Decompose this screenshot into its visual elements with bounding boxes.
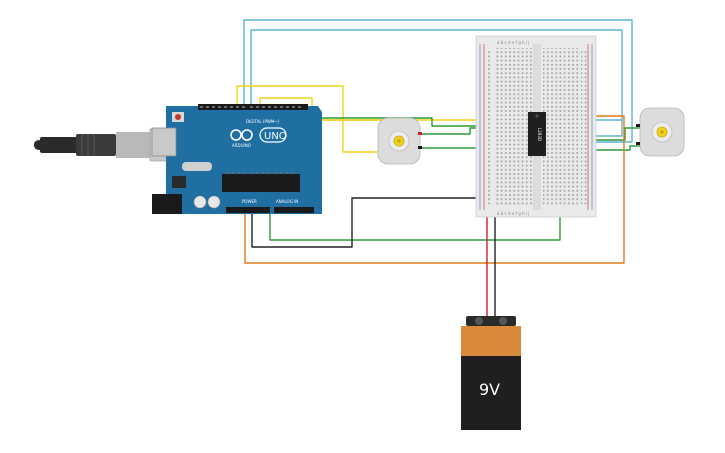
uno-badge <box>259 127 287 143</box>
arduino-uno-board: DIGITAL (PWM~) ARDUINO UNO POWER ANALOG … <box>151 104 322 214</box>
regulator <box>172 176 186 188</box>
power-jack <box>152 194 182 214</box>
battery-body <box>461 356 521 430</box>
power-header <box>226 207 270 213</box>
analog-header-label: ANALOG IN <box>276 199 298 204</box>
breadboard: a b c d e f g h i j a b c d e f g h i j <box>475 35 597 218</box>
brand-label: ARDUINO <box>232 143 251 148</box>
wire-yellow-outer <box>236 85 386 153</box>
battery-top <box>461 326 521 356</box>
crystal <box>182 162 212 171</box>
ic-chip-icon: L293D <box>528 112 546 156</box>
digital-header-label: DIGITAL (PWM~) <box>246 119 280 124</box>
holes-right <box>543 48 580 206</box>
dc-motor-icon <box>377 117 422 165</box>
wire-green-right-a <box>575 127 640 141</box>
wire-orange <box>244 115 625 264</box>
wire-cyan-inner <box>250 29 623 137</box>
breadboard-letters-bottom: a b c d e f g h i j <box>497 211 529 216</box>
usb-jack <box>151 127 177 157</box>
battery-icon: 9V <box>461 316 521 430</box>
reset-button-icon[interactable] <box>172 112 184 122</box>
model-label: UNO <box>264 131 287 142</box>
capacitor-2 <box>207 195 221 209</box>
holes-rail-left <box>486 50 492 204</box>
battery-terminal-cap <box>466 316 516 326</box>
battery-label: 9V <box>479 380 500 399</box>
atmega-pins <box>226 172 294 174</box>
power-header-label: POWER <box>242 199 257 204</box>
arduino-logo <box>230 129 253 141</box>
wire-black-gnd <box>251 197 495 248</box>
dc-motor-icon <box>636 107 685 157</box>
holes-rail-right <box>581 50 587 204</box>
capacitor-1 <box>193 195 207 209</box>
atmega-chip <box>222 174 300 192</box>
analog-header <box>274 207 314 213</box>
wire-green-right-b <box>575 145 640 151</box>
wire-cyan-outer <box>243 19 633 143</box>
breadboard-letters-top: a b c d e f g h i j <box>497 40 529 45</box>
holes-left <box>495 48 532 206</box>
digital-pins <box>200 106 301 108</box>
usb-cable-icon <box>34 128 171 162</box>
driver-chip-label: L293D <box>537 128 542 141</box>
